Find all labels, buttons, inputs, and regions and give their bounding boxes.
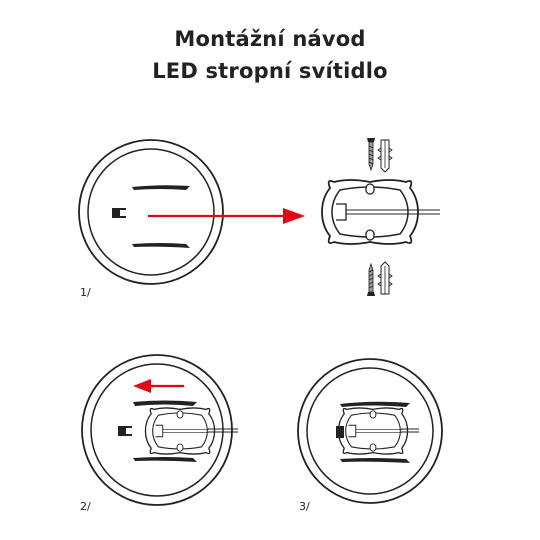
step1-luminaire [78,139,224,285]
step-3-label: 3/ [299,500,310,513]
screw-top [366,137,393,173]
title-line-1: Montážní návod [174,27,366,51]
step2-luminaire [81,354,238,506]
step-1-label: 1/ [80,286,91,299]
title-line-2: LED stropní svítidlo [152,59,388,83]
step1-arrow [148,208,305,224]
screw-bottom [366,261,393,297]
step2-arrow [133,379,184,393]
step-2-label: 2/ [80,500,91,513]
step3-luminaire [297,358,443,504]
mounting-plate [321,179,440,245]
